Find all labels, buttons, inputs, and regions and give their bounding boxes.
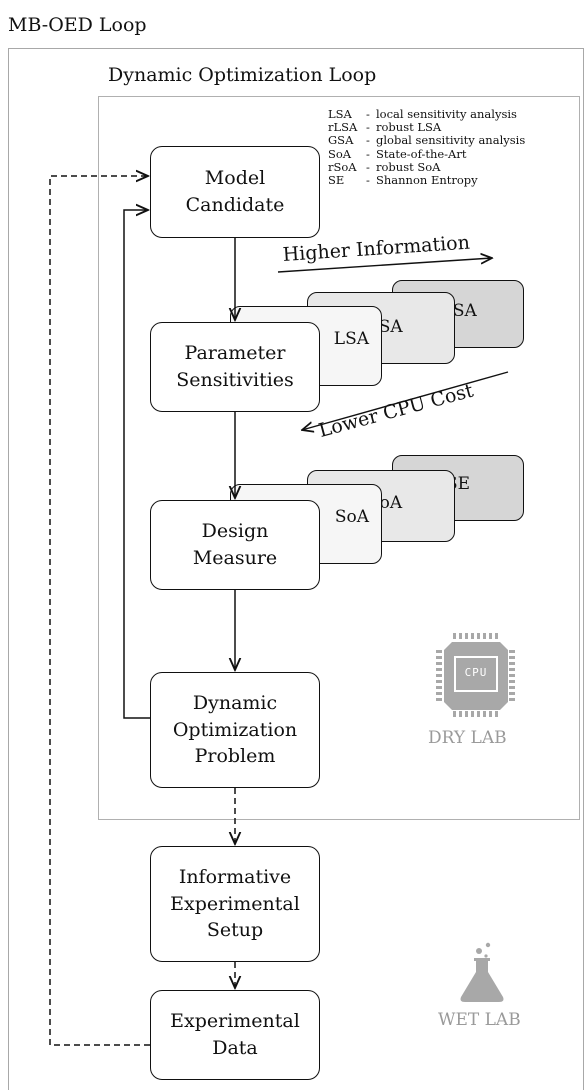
legend-row-lsa: LSA-local sensitivity analysis xyxy=(328,107,517,121)
dynamic-optimization-problem-box: Dynamic Optimization Problem xyxy=(150,672,320,788)
arrow-data-feedback xyxy=(49,176,150,1046)
cpu-chip-icon xyxy=(436,633,515,717)
arrow-optimization-feedback xyxy=(123,210,150,719)
lower-cpu-cost-arrow xyxy=(302,371,509,430)
legend-row-soa: SoA-State-of-the-Art xyxy=(328,146,467,161)
inner-title: Dynamic Optimization Loop xyxy=(108,64,377,86)
informative-experimental-setup-box: Informative Experimental Setup xyxy=(150,846,320,962)
legend-row-rlsa: rLSA-robust LSA xyxy=(328,120,442,135)
parameter-sensitivities-box: Parameter Sensitivities xyxy=(150,322,320,412)
wet-lab-label: WET LAB xyxy=(438,1010,521,1030)
experimental-data-box: Experimental Data xyxy=(150,990,320,1080)
dry-lab-label: DRY LAB xyxy=(428,728,507,748)
model-candidate-box: Model Candidate xyxy=(150,146,320,238)
legend-row-rsoa: rSoA-robust SoA xyxy=(328,159,441,174)
flask-icon xyxy=(460,942,504,1002)
higher-information-arrow xyxy=(277,258,492,273)
abbreviation-legend: LSA-local sensitivity analysis rLSA-robu… xyxy=(328,107,573,188)
design-measure-box: Design Measure xyxy=(150,500,320,590)
outer-title: MB-OED Loop xyxy=(8,14,147,36)
legend-row-se: SE-Shannon Entropy xyxy=(328,173,478,188)
cpu-chip-label: CPU xyxy=(464,666,488,679)
legend-row-gsa: GSA-global sensitivity analysis xyxy=(328,133,526,148)
inner-loop-frame xyxy=(98,96,580,820)
outer-loop-frame xyxy=(8,48,584,1090)
